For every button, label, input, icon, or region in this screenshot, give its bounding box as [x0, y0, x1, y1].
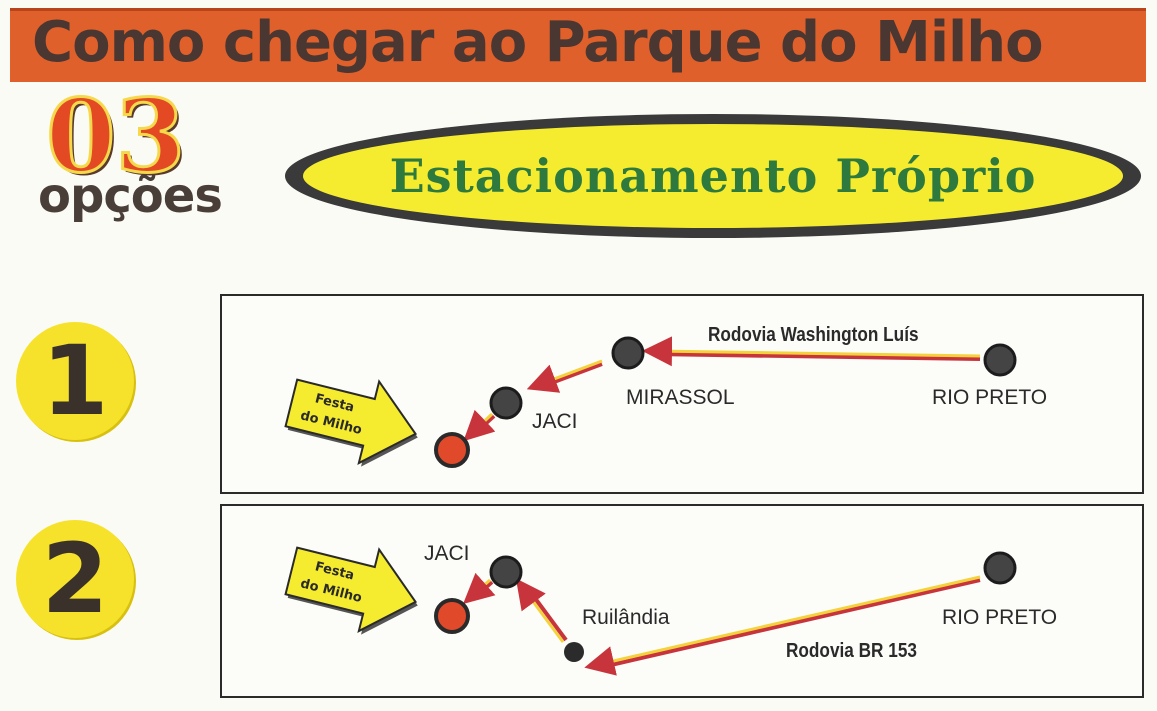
route-2-map	[284, 546, 1017, 676]
route-2-city-jaci: JACI	[424, 542, 470, 565]
route-1-panel: Rodovia Washington Luís RIO PRETO MIRASS…	[220, 294, 1144, 494]
route-1-road-label: Rodovia Washington Luís	[708, 324, 919, 346]
route-2-city-ruilandia: Ruilândia	[582, 606, 670, 629]
options-label: opções	[38, 168, 223, 224]
route-2-road-label: Rodovia BR 153	[786, 640, 917, 662]
destination-node	[434, 432, 470, 468]
route-2-panel: JACI Ruilândia RIO PRETO Rodovia BR 153 …	[220, 504, 1144, 698]
festa-arrow	[284, 546, 418, 635]
title-banner: Como chegar ao Parque do Milho	[10, 8, 1146, 82]
festa-arrow	[284, 378, 418, 467]
route-1-map	[284, 336, 1017, 468]
rio-preto-node	[983, 343, 1017, 377]
route-1-number: 1	[41, 325, 109, 437]
route-2-number: 2	[41, 523, 109, 635]
options-count: 03	[44, 77, 186, 195]
route-2-city-rio-preto: RIO PRETO	[942, 606, 1058, 629]
route-1-city-rio-preto: RIO PRETO	[932, 386, 1048, 409]
page-title: Como chegar ao Parque do Milho	[32, 10, 1044, 75]
jaci-node	[489, 386, 523, 420]
route-2-number-badge: 2	[16, 520, 134, 638]
parking-label: Estacionamento Próprio	[389, 149, 1037, 203]
route-1-city-jaci: JACI	[532, 410, 578, 433]
parking-pill	[285, 114, 1141, 238]
jaci-node	[489, 555, 523, 589]
ruilandia-node	[564, 642, 584, 662]
rio-preto-node	[983, 551, 1017, 585]
route-1-city-mirassol: MIRASSOL	[626, 386, 735, 409]
mirassol-node	[611, 336, 645, 370]
route-1-number-badge: 1	[16, 322, 134, 440]
destination-node	[434, 598, 470, 634]
